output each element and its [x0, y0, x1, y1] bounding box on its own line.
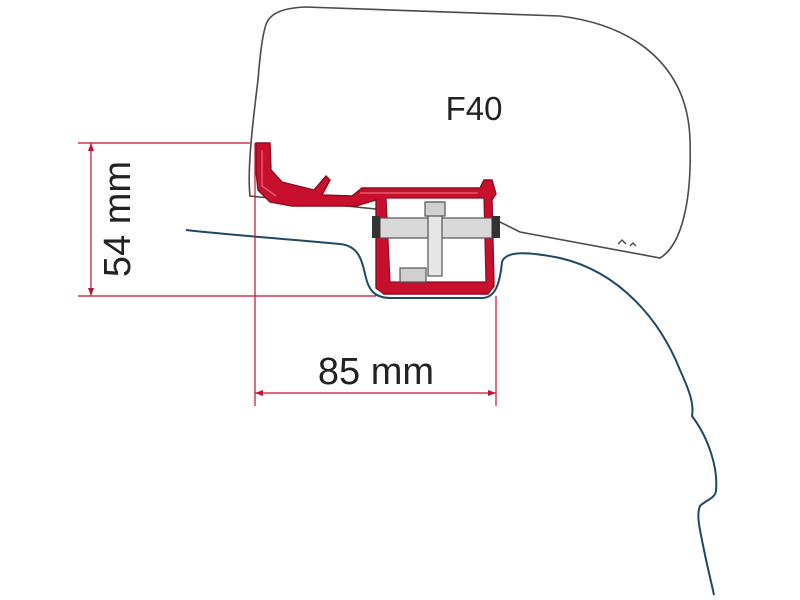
width-dimension: 85 mm — [254, 143, 497, 406]
model-label: F40 — [446, 90, 503, 127]
housing-notches — [617, 239, 637, 247]
clamp-bracket — [372, 201, 500, 283]
width-label: 85 mm — [318, 351, 434, 393]
roof-profile — [185, 229, 718, 596]
clamp-side-right — [492, 216, 500, 238]
clamp-nut — [399, 267, 427, 283]
height-arrow-top — [88, 143, 94, 151]
height-dimension: 54 mm — [78, 142, 376, 297]
width-arrow-right — [488, 390, 496, 396]
adapter-highlight — [261, 150, 478, 197]
height-arrow-bottom — [88, 288, 94, 296]
clamp-side-left — [372, 216, 380, 238]
height-label: 54 mm — [97, 161, 139, 277]
clamp-bolt-head — [424, 201, 446, 217]
width-arrow-left — [255, 390, 263, 396]
